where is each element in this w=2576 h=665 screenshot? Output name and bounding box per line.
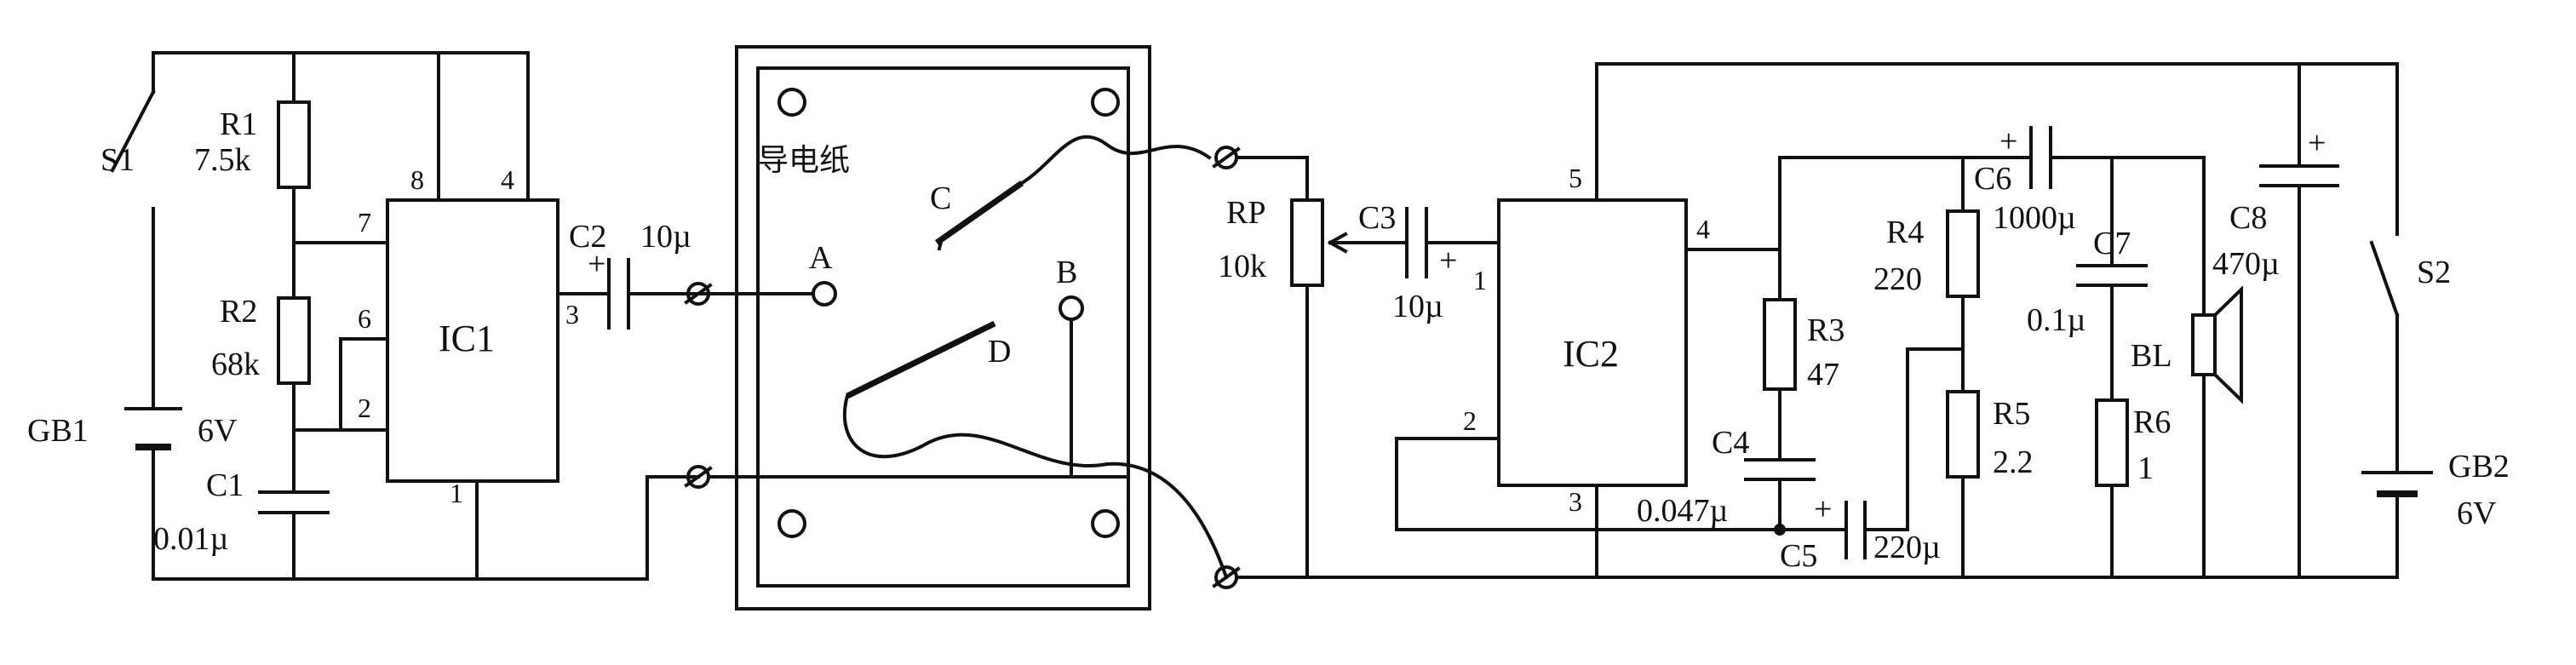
- c5-value: 220µ: [1873, 530, 1941, 565]
- c6-label: C6: [1974, 161, 2011, 197]
- r5-label: R5: [1993, 396, 2030, 432]
- ic1-pin1: 1: [450, 478, 463, 508]
- c7-label: C7: [2093, 226, 2131, 261]
- rp-potentiometer[interactable]: [1290, 198, 1324, 287]
- c5-label: C5: [1780, 538, 1817, 574]
- r2-value: 68k: [211, 347, 260, 382]
- gb2-value: 6V: [2457, 496, 2497, 531]
- gb1-label: GB1: [27, 413, 89, 449]
- c2-value: 10µ: [640, 219, 691, 255]
- c4-value: 0.047µ: [1637, 493, 1728, 529]
- c2-plus: +: [588, 246, 605, 282]
- c6-value: 1000µ: [1993, 200, 2076, 236]
- ic1-pin7: 7: [358, 207, 371, 238]
- r3-value: 47: [1807, 357, 1839, 393]
- c8-plus: +: [2308, 125, 2326, 161]
- c3-capacitor: [1405, 207, 1428, 278]
- ic2-section: RP 10k C3 + 10µ IC2 1 2 3 4 5 R3 4: [1212, 62, 2510, 589]
- terminal-input-bottom[interactable]: [686, 465, 710, 489]
- c3-value: 10µ: [1392, 289, 1443, 324]
- probe-c[interactable]: [934, 181, 1024, 251]
- r3-resistor: [1763, 298, 1797, 391]
- wire-d: [842, 393, 1229, 580]
- ic1-pin3: 3: [565, 299, 579, 330]
- ic2-pin5: 5: [1569, 163, 1582, 193]
- wire-c: [1019, 135, 1212, 186]
- c6-plus: +: [1999, 123, 2017, 159]
- s1-switch[interactable]: [110, 89, 156, 173]
- c1-value: 0.01µ: [153, 521, 228, 557]
- r6-label: R6: [2133, 404, 2171, 440]
- terminal-b[interactable]: [1059, 295, 1084, 321]
- probe-d[interactable]: [846, 320, 996, 399]
- c4-capacitor: [1744, 458, 1816, 481]
- r4-label: R4: [1886, 215, 1924, 250]
- bl-label: BL: [2131, 338, 2172, 374]
- r4-value: 220: [1873, 261, 1922, 297]
- probe-d-label: D: [988, 334, 1011, 370]
- c2-capacitor: [607, 258, 630, 330]
- c1-label: C1: [206, 467, 244, 503]
- r1-resistor: [277, 100, 311, 189]
- ic2-chip: [1497, 198, 1688, 487]
- c8-value: 470µ: [2212, 246, 2280, 282]
- c1-capacitor: [258, 490, 330, 514]
- r2-resistor: [277, 296, 311, 385]
- r5-value: 2.2: [1993, 444, 2034, 480]
- ic1-section: S1 GB1 6V R1 7.5k R2 68k C1 0.01µ IC1 8 …: [27, 51, 700, 581]
- paper-label: 导电纸: [758, 143, 850, 178]
- c2-label: C2: [569, 219, 606, 255]
- c5-capacitor: [1845, 501, 1867, 559]
- r5-resistor: [1946, 390, 1980, 479]
- terminal-input-top[interactable]: [686, 282, 710, 306]
- rp-value: 10k: [1218, 249, 1266, 284]
- c3-plus: +: [1439, 243, 1457, 278]
- s1-label: S1: [100, 142, 135, 178]
- ic1-pin6: 6: [358, 303, 371, 334]
- c3-label: C3: [1358, 200, 1396, 236]
- r4-resistor: [1946, 209, 1980, 298]
- ic2-label: IC2: [1563, 333, 1619, 375]
- c4-label: C4: [1712, 425, 1749, 461]
- bl-speaker: [2191, 285, 2243, 404]
- gb2-battery: [2361, 471, 2433, 497]
- ic2-pin3: 3: [1569, 486, 1582, 517]
- ic1-pin8: 8: [410, 164, 424, 195]
- ic2-pin2: 2: [1463, 405, 1477, 436]
- input-terminals: [645, 282, 815, 581]
- r1-label: R1: [220, 106, 257, 142]
- terminal-b-label: B: [1056, 255, 1077, 290]
- conductive-paper-board: 导电纸 A B C D: [735, 45, 1229, 611]
- screw-top-right: [1091, 88, 1120, 117]
- gb1-battery: [124, 407, 182, 450]
- c7-value: 0.1µ: [2027, 302, 2085, 338]
- ic2-pin4: 4: [1696, 214, 1710, 244]
- c8-capacitor: [2259, 164, 2339, 187]
- r3-label: R3: [1807, 312, 1845, 348]
- ic1-label: IC1: [439, 318, 495, 359]
- r6-resistor: [2095, 398, 2129, 487]
- c8-label: C8: [2229, 200, 2267, 236]
- s2-label: S2: [2417, 255, 2451, 290]
- c6-capacitor: [2029, 126, 2052, 189]
- r1-value: 7.5k: [194, 142, 251, 178]
- screw-bottom-right: [1091, 509, 1120, 538]
- gb1-value: 6V: [198, 413, 238, 449]
- terminal-a[interactable]: [812, 281, 837, 307]
- screw-top-left: [777, 88, 806, 117]
- c7-capacitor: [2076, 264, 2148, 287]
- ic1-pin4: 4: [501, 164, 514, 195]
- rp-label: RP: [1226, 195, 1265, 231]
- probe-c-label: C: [930, 181, 951, 216]
- terminal-a-label: A: [809, 240, 833, 276]
- ic2-pin1: 1: [1473, 265, 1487, 295]
- ic1-pin2: 2: [358, 393, 371, 423]
- s2-switch[interactable]: [2369, 240, 2400, 318]
- screw-bottom-left: [777, 509, 806, 538]
- r6-value: 1: [2137, 450, 2154, 486]
- gb2-label: GB2: [2448, 449, 2510, 484]
- r2-label: R2: [220, 294, 257, 330]
- c5-plus: +: [1814, 491, 1832, 527]
